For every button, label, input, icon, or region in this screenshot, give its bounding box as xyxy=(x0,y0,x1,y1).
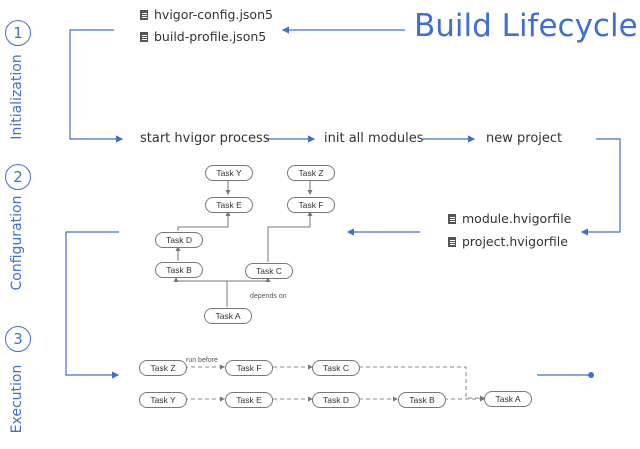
phase-number-2: 2 xyxy=(5,164,31,190)
config-task-z: Task Z xyxy=(287,165,335,181)
config-task-b: Task B xyxy=(155,262,203,278)
file-label: hvigor-config.json5 xyxy=(154,7,273,22)
step-start-hvigor: start hvigor process xyxy=(140,131,270,146)
phase-label-initialization: Initialization xyxy=(9,54,25,140)
file-icon xyxy=(448,214,456,224)
config-task-e: Task E xyxy=(205,197,253,213)
exec-task-c: Task C xyxy=(312,360,360,376)
config-task-d: Task D xyxy=(155,232,203,248)
file-hvigor-config: hvigor-config.json5 xyxy=(140,7,273,22)
file-build-profile: build-profile.json5 xyxy=(140,29,266,44)
diagram-title: Build Lifecycle xyxy=(414,8,638,44)
file-icon xyxy=(448,237,456,247)
run-before-label: run before xyxy=(186,357,218,364)
config-task-a: Task A xyxy=(204,308,252,324)
file-icon xyxy=(140,32,148,42)
file-label: project.hvigorfile xyxy=(462,234,568,249)
exec-task-e: Task E xyxy=(225,392,273,408)
phase-number-1: 1 xyxy=(5,20,31,46)
step-init-modules: init all modules xyxy=(324,131,424,146)
exec-task-z: Task Z xyxy=(139,360,187,376)
config-task-f: Task F xyxy=(287,197,335,213)
config-task-c: Task C xyxy=(245,263,293,279)
phase-label-configuration: Configuration xyxy=(9,195,25,291)
file-label: module.hvigorfile xyxy=(462,211,572,226)
lifecycle-connectors xyxy=(65,26,621,402)
exec-task-a: Task A xyxy=(484,391,532,407)
file-module-hvigorfile: module.hvigorfile xyxy=(448,211,571,226)
exec-task-f: Task F xyxy=(225,360,273,376)
depends-on-label: depends on xyxy=(250,293,287,300)
config-task-y: Task Y xyxy=(205,165,253,181)
phase-label-execution: Execution xyxy=(9,364,25,434)
exec-task-d: Task D xyxy=(312,392,360,408)
file-icon xyxy=(140,10,148,20)
file-project-hvigorfile: project.hvigorfile xyxy=(448,234,568,249)
exec-task-b: Task B xyxy=(398,392,446,408)
phase-number-3: 3 xyxy=(5,326,31,352)
exec-task-y: Task Y xyxy=(139,392,187,408)
file-label: build-profile.json5 xyxy=(154,29,267,44)
step-new-project: new project xyxy=(486,131,563,146)
